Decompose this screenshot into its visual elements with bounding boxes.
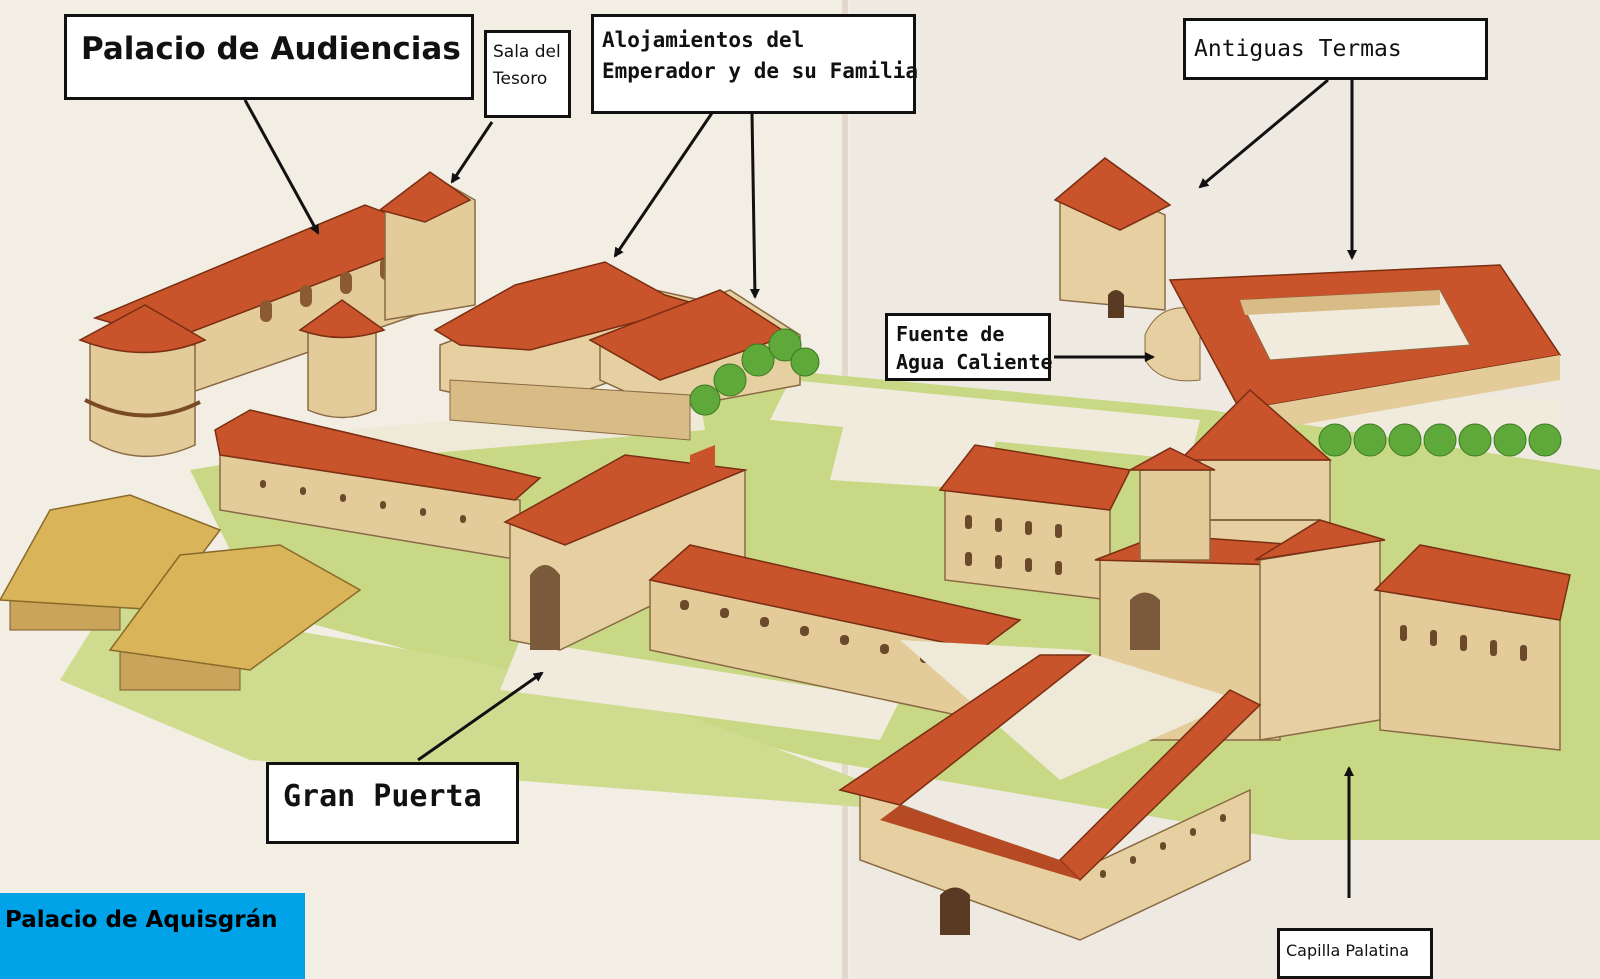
label-sala-tesoro-line2: Tesoro <box>493 69 548 89</box>
label-fuente-line1: Fuente de <box>896 322 1005 346</box>
small-house <box>1053 157 1172 318</box>
label-capilla-palatina-text: Capilla Palatina <box>1286 941 1410 960</box>
left-courtyard <box>214 379 705 561</box>
label-sala-tesoro-line1: Sala del <box>493 42 561 62</box>
label-palacio-audiencias: Palacio de Audiencias <box>64 14 474 100</box>
palatine-chapel <box>1094 388 1386 741</box>
label-alojamientos: Alojamientos del Emperador y de su Famil… <box>591 14 919 114</box>
lower-courtyard <box>838 640 1262 941</box>
caption-text: Palacio de Aquisgrán <box>5 907 278 933</box>
label-fuente-agua-caliente: Fuente de Agua Caliente <box>885 313 1053 381</box>
label-gran-puerta: Gran Puerta <box>266 762 519 844</box>
treasury-tower <box>378 171 476 321</box>
label-antiguas-termas: Antiguas Termas <box>1183 18 1488 80</box>
label-capilla-palatina: Capilla Palatina <box>1277 928 1433 979</box>
label-gran-puerta-text: Gran Puerta <box>283 779 482 814</box>
emperor-lodgings <box>433 261 801 411</box>
label-palacio-audiencias-text: Palacio de Audiencias <box>81 31 461 67</box>
label-alojamientos-line1: Alojamientos del <box>602 28 805 52</box>
right-end-building <box>1373 544 1571 751</box>
thatched-huts <box>0 494 362 691</box>
ancient-baths <box>1144 264 1562 435</box>
label-fuente-line2: Agua Caliente <box>896 350 1053 374</box>
label-antiguas-termas-text: Antiguas Termas <box>1194 36 1402 62</box>
two-storey-building <box>938 444 1132 601</box>
caption-palacio-aquisgran: Palacio de Aquisgrán <box>0 893 305 979</box>
trees <box>689 328 1562 457</box>
round-tower <box>298 299 386 419</box>
great-gate <box>503 445 748 651</box>
label-alojamientos-line2: Emperador y de su Familia <box>602 59 919 83</box>
label-sala-tesoro: Sala del Tesoro <box>484 30 571 118</box>
label-arrows <box>243 78 1357 898</box>
round-apse <box>78 304 207 458</box>
